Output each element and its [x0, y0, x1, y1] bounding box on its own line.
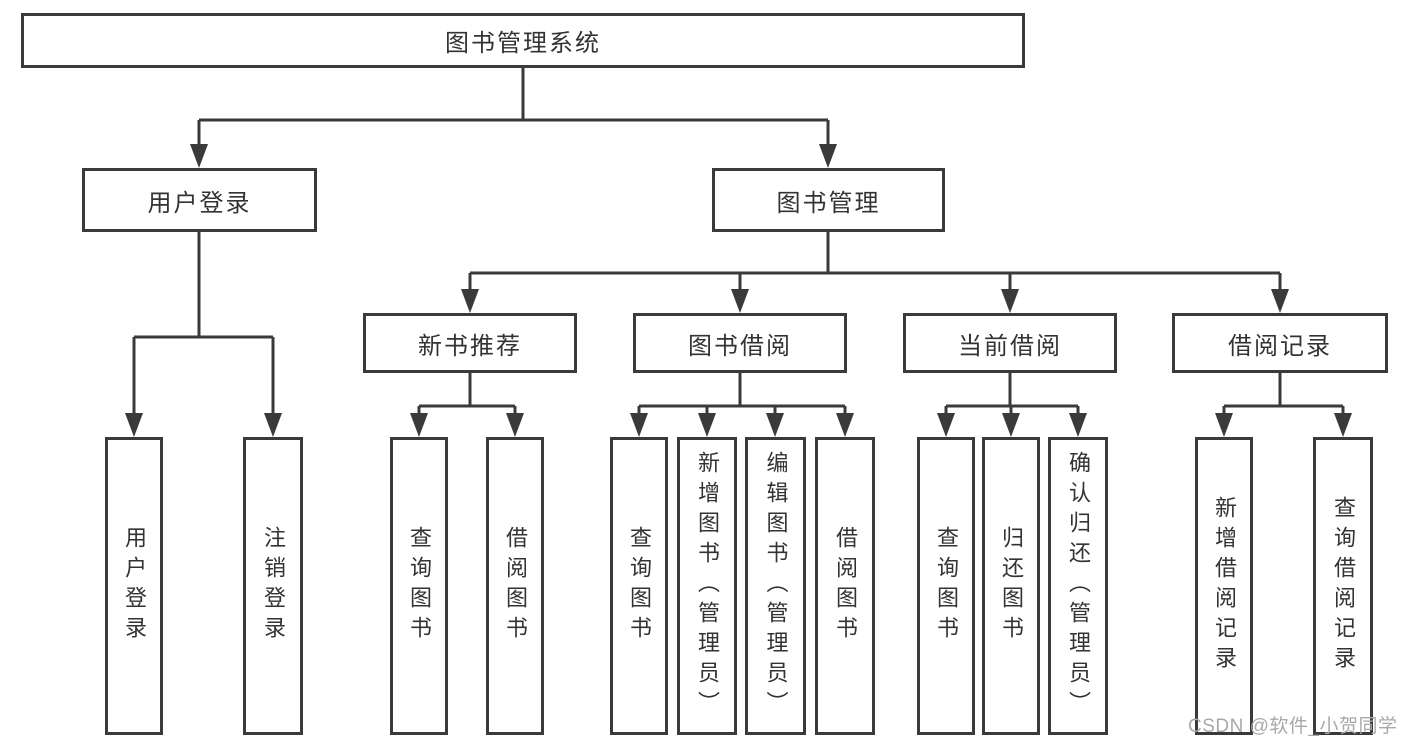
node-user-login-label: 用户登录: [147, 189, 252, 217]
node-new-book-recommend-label: 新书推荐: [418, 332, 522, 360]
connector-current-borrow-children: [937, 373, 1087, 437]
connector-user-login-children: [125, 232, 282, 437]
leaf-records-query-record-label: 查询借阅记录: [1331, 496, 1356, 676]
leaf-logout-login-label: 注销登录: [261, 526, 286, 646]
arrowhead-icon: [698, 413, 716, 437]
leaf-records-query-record: 查询借阅记录: [1313, 437, 1373, 735]
leaf-recommend-query-books: 查询图书: [390, 437, 448, 735]
leaf-records-add-record: 新增借阅记录: [1195, 437, 1253, 735]
arrowhead-icon: [190, 144, 208, 168]
leaf-records-add-record-label: 新增借阅记录: [1212, 496, 1237, 676]
node-current-borrow-label: 当前借阅: [958, 332, 1062, 360]
leaf-borrow-add-books: 新增图书（管理员）: [677, 437, 737, 735]
arrowhead-icon: [410, 413, 428, 437]
arrowhead-icon: [461, 289, 479, 313]
arrowhead-icon: [766, 413, 784, 437]
leaf-recommend-borrow-books-label: 借阅图书: [503, 526, 528, 646]
connector-book-management-children: [461, 232, 1289, 313]
arrowhead-icon: [1271, 289, 1289, 313]
arrowhead-icon: [836, 413, 854, 437]
csdn-watermark: CSDN @软件_小贺同学: [1188, 716, 1398, 737]
leaf-borrow-borrow-books: 借阅图书: [815, 437, 875, 735]
node-root-label: 图书管理系统: [445, 30, 601, 57]
arrowhead-icon: [731, 289, 749, 313]
arrowhead-icon: [630, 413, 648, 437]
arrowhead-icon: [125, 413, 143, 437]
connector-borrow-records-children: [1215, 373, 1352, 437]
leaf-current-return-books: 归还图书: [982, 437, 1040, 735]
node-new-book-recommend: 新书推荐: [363, 313, 577, 373]
arrowhead-icon: [264, 413, 282, 437]
leaf-logout-login: 注销登录: [243, 437, 303, 735]
leaf-current-query-books-label: 查询图书: [934, 526, 959, 646]
node-borrow-records-label: 借阅记录: [1228, 332, 1332, 360]
arrowhead-icon: [1069, 413, 1087, 437]
leaf-user-login-label: 用户登录: [122, 526, 147, 646]
node-book-borrow-label: 图书借阅: [688, 332, 792, 360]
leaf-borrow-edit-books-label: 编辑图书（管理员）: [763, 451, 789, 721]
connector-new-book-recommend-children: [410, 373, 524, 437]
leaf-borrow-query-books-label: 查询图书: [627, 526, 652, 646]
arrowhead-icon: [1215, 413, 1233, 437]
connector-root-children: [190, 68, 837, 168]
arrowhead-icon: [1334, 413, 1352, 437]
leaf-recommend-query-books-label: 查询图书: [407, 526, 432, 646]
node-current-borrow: 当前借阅: [903, 313, 1117, 373]
leaf-current-confirm-return: 确认归还（管理员）: [1048, 437, 1108, 735]
arrowhead-icon: [1002, 413, 1020, 437]
node-borrow-records: 借阅记录: [1172, 313, 1388, 373]
node-book-management: 图书管理: [712, 168, 945, 232]
node-user-login: 用户登录: [82, 168, 317, 232]
arrowhead-icon: [819, 144, 837, 168]
arrowhead-icon: [1001, 289, 1019, 313]
leaf-recommend-borrow-books: 借阅图书: [486, 437, 544, 735]
leaf-current-query-books: 查询图书: [917, 437, 975, 735]
leaf-borrow-edit-books: 编辑图书（管理员）: [745, 437, 806, 735]
leaf-current-return-books-label: 归还图书: [999, 526, 1024, 646]
node-root: 图书管理系统: [21, 13, 1025, 68]
leaf-current-confirm-return-label: 确认归还（管理员）: [1066, 451, 1091, 721]
leaf-borrow-query-books: 查询图书: [610, 437, 668, 735]
arrowhead-icon: [937, 413, 955, 437]
arrowhead-icon: [506, 413, 524, 437]
leaf-borrow-borrow-books-label: 借阅图书: [833, 526, 858, 646]
connector-book-borrow-children: [630, 373, 854, 437]
node-book-management-label: 图书管理: [776, 189, 881, 217]
node-book-borrow: 图书借阅: [633, 313, 847, 373]
leaf-borrow-add-books-label: 新增图书（管理员）: [695, 451, 720, 721]
leaf-user-login: 用户登录: [105, 437, 163, 735]
